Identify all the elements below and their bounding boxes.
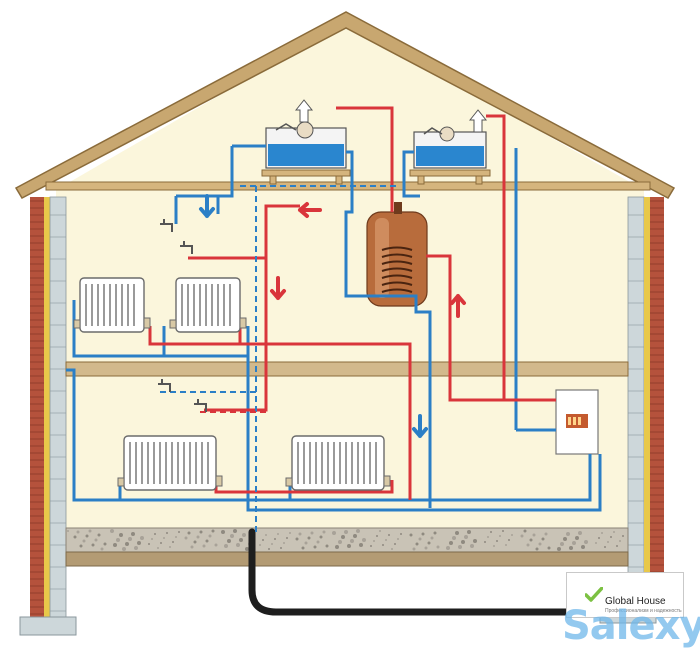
right-wall <box>627 196 664 608</box>
cold-pipe <box>74 326 166 358</box>
hot-pipe <box>188 204 300 260</box>
salexy-watermark: Salexy <box>562 603 700 649</box>
hot-water-cylinder <box>366 202 428 307</box>
tank-platform-right <box>409 169 491 185</box>
left-wall <box>30 196 67 618</box>
hot-pipe <box>448 276 556 402</box>
arrow-icon <box>199 194 215 218</box>
hot-pipe <box>336 106 394 206</box>
cold-water-storage-tank <box>265 99 347 169</box>
logo-subtitle: Профессионализм и надежность <box>605 608 682 614</box>
tank-platform-left <box>261 169 351 185</box>
arrow-icon <box>450 294 466 318</box>
cold-pipe <box>176 146 234 198</box>
cold-pipe <box>344 150 432 500</box>
cold-pipe <box>66 368 592 502</box>
tap-icon <box>180 241 193 254</box>
radiator-icon <box>73 277 151 333</box>
roof <box>14 11 676 199</box>
tap-icon <box>158 379 171 392</box>
tap-icon <box>194 399 207 412</box>
feed-and-expansion-tank <box>413 109 488 169</box>
hot-pipe <box>204 258 268 412</box>
global-house-logo: Global House Профессионализм и надежност… <box>566 572 684 618</box>
cold-pipe <box>246 356 602 512</box>
checkmark-logo-icon <box>585 587 603 602</box>
cold-pipe <box>402 150 420 198</box>
radiator-icon <box>169 277 247 333</box>
hot-pipe <box>148 326 412 500</box>
first-floor-slab <box>65 361 629 377</box>
hot-pipe <box>426 254 452 276</box>
radiator-icon <box>285 435 391 491</box>
hot-pipe <box>486 114 506 400</box>
boiler <box>555 389 599 455</box>
ground-floor-slab <box>65 527 629 567</box>
arrow-icon <box>298 202 322 218</box>
radiator-icon <box>117 435 223 491</box>
arrow-icon <box>270 276 286 300</box>
mains-supply-pipe <box>248 528 604 616</box>
logo-title: Global House <box>605 596 666 607</box>
arrow-icon <box>412 414 428 438</box>
tap-icon <box>160 219 173 232</box>
